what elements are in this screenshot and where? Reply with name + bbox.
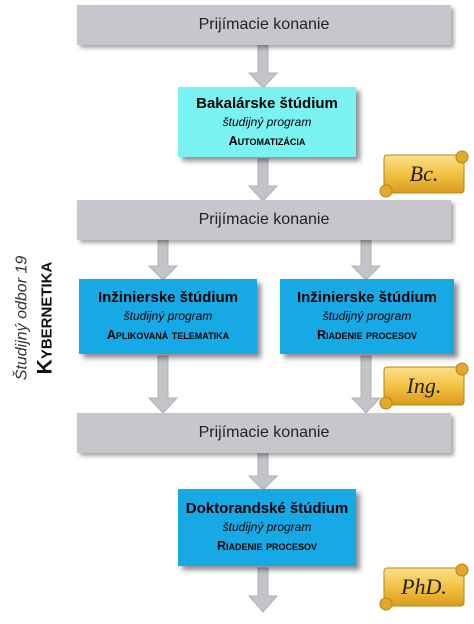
bachelor-study-box: Bakalárske štúdium študijný program Auto… <box>178 87 356 157</box>
degree-scroll-ing: Ing. <box>379 362 469 410</box>
doctoral-subtitle: študijný program <box>222 520 312 534</box>
svg-text:PhD.: PhD. <box>400 574 447 599</box>
doctoral-title: Doktorandské štúdium <box>185 500 349 517</box>
admission-bar-3: Prijímacie konanie <box>77 413 451 453</box>
arrow-admission-to-engineering-left <box>147 239 179 281</box>
field-of-study-number: Študijný odbor 19 <box>13 255 31 380</box>
arrow-engineering-left-to-admission <box>147 355 179 414</box>
admission-label: Prijímacie konanie <box>198 424 330 441</box>
arrow-bachelor-to-admission <box>247 158 279 202</box>
doctoral-study-box: Doktorandské štúdium študijný program Ri… <box>178 489 356 566</box>
bachelor-subtitle: študijný program <box>222 114 312 129</box>
field-of-study-label: Študijný odbor 19 Kybernetika <box>8 220 63 415</box>
arrow-admission-to-bachelor <box>247 44 279 89</box>
engineering-left-title: Inžinierske štúdium <box>97 289 239 306</box>
engineering-left-program: Aplikovaná telematika <box>106 328 230 342</box>
arrow-doctoral-exit <box>247 567 279 613</box>
admission-label: Prijímacie konanie <box>198 16 330 33</box>
degree-scroll-bc: Bc. <box>379 150 469 198</box>
svg-text:Ing.: Ing. <box>406 373 442 398</box>
engineering-study-box-left: Inžinierske štúdium študijný program Apl… <box>79 279 257 354</box>
engineering-right-title: Inžinierske štúdium <box>296 289 438 306</box>
field-of-study-title: Kybernetika <box>33 261 57 374</box>
bachelor-title: Bakalárske štúdium <box>196 94 338 112</box>
bachelor-program: Automatizácia <box>228 133 306 148</box>
degree-scroll-phd: PhD. <box>379 563 469 611</box>
arrow-engineering-right-to-admission <box>350 355 382 414</box>
arrow-admission-to-engineering-right <box>350 239 382 281</box>
admission-bar-1: Prijímacie konanie <box>77 5 451 45</box>
engineering-study-box-right: Inžinierske štúdium študijný program Ria… <box>280 279 454 354</box>
arrow-admission-to-doctoral <box>247 451 279 491</box>
engineering-right-program: Riadenie procesov <box>316 328 418 342</box>
admission-label: Prijímacie konanie <box>198 211 330 228</box>
engineering-left-subtitle: študijný program <box>123 309 213 323</box>
admission-bar-2: Prijímacie konanie <box>77 200 451 240</box>
svg-text:Bc.: Bc. <box>410 161 439 186</box>
engineering-right-subtitle: študijný program <box>322 309 412 323</box>
doctoral-program: Riadenie procesov <box>216 539 318 553</box>
